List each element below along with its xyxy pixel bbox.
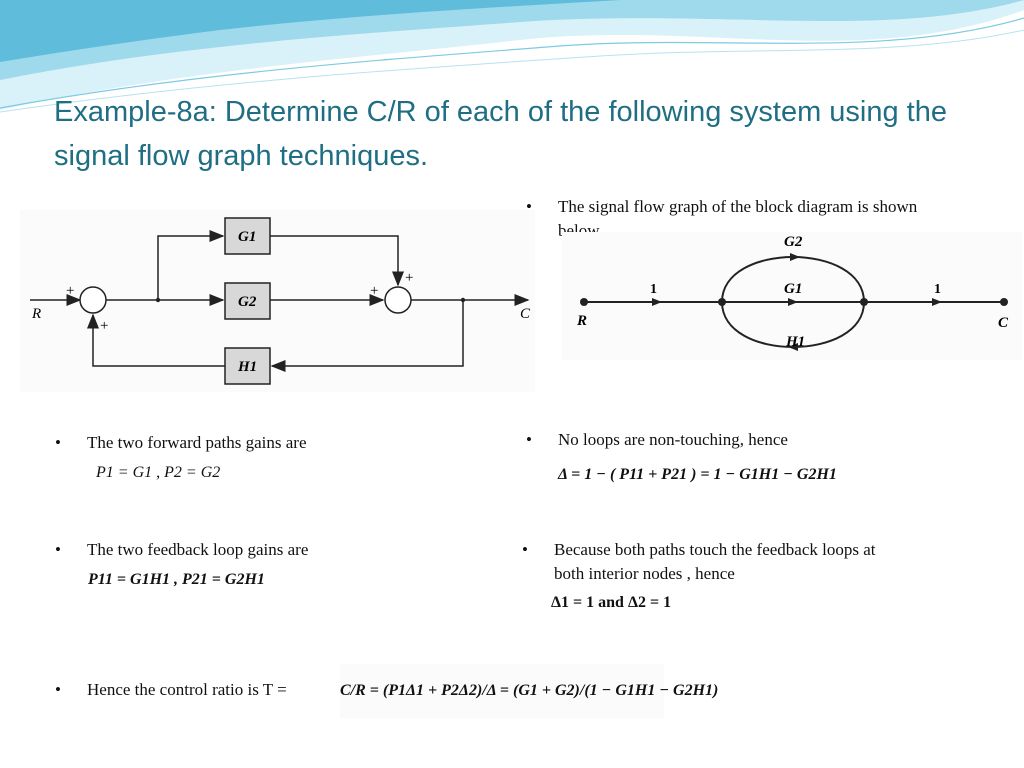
- sfg-gain-1-right: 1: [934, 282, 941, 297]
- bullet-forward-paths: • The two forward paths gains are: [55, 433, 307, 452]
- signal-flow-graph: R C 1 G2 G1 H1 1: [562, 232, 1022, 360]
- sfg-gain-g2: G2: [784, 234, 803, 250]
- summing-junction-1: [79, 286, 107, 314]
- sfg-gain-g1: G1: [784, 281, 802, 297]
- sum2-plus-left: +: [370, 283, 378, 299]
- delta-equation: Δ = 1 − ( P11 + P21 ) = 1 − G1H1 − G2H1: [558, 466, 837, 483]
- cofactor-equation: Δ1 = 1 and Δ2 = 1: [551, 594, 672, 611]
- signal-flow-graph-svg: R C 1 G2 G1 H1 1: [576, 234, 1009, 351]
- input-r-label: R: [31, 306, 41, 322]
- output-c-label: C: [520, 306, 531, 322]
- sum2-plus-top: +: [405, 270, 413, 286]
- header-wave-decoration: [0, 0, 1024, 113]
- sum1-plus-bottom: +: [100, 318, 108, 334]
- slide-title: Example-8a: Determine C/R of each of the…: [54, 96, 947, 172]
- summing-junction-2: [384, 286, 412, 314]
- bullet-control-ratio: • Hence the control ratio is T =: [55, 680, 287, 699]
- bullet-feedback-loops: • The two feedback loop gains are: [55, 540, 309, 559]
- sfg-gain-1-left: 1: [650, 282, 657, 297]
- sum1-plus-top: +: [66, 283, 74, 299]
- sfg-gain-h1: H1: [785, 334, 805, 350]
- g1-block: [224, 282, 271, 320]
- bullet-non-touching: • No loops are non-touching, hence: [526, 430, 788, 449]
- g2-label: G1: [238, 229, 256, 245]
- g1-label: G2: [238, 294, 257, 310]
- block-diagram: G1 G2 H1 R C + + + +: [20, 210, 535, 392]
- g2-block: [224, 217, 271, 255]
- h1-block: [224, 347, 271, 385]
- block-diagram-svg: G1 G2 H1 R C + + + +: [30, 217, 531, 385]
- sfg-input-label: R: [576, 313, 587, 329]
- sfg-output-label: C: [998, 315, 1009, 331]
- forward-paths-equation: P1 = G1 , P2 = G2: [96, 464, 221, 481]
- control-ratio-equation: C/R = (P1Δ1 + P2Δ2)/Δ = (G1 + G2)/(1 − G…: [340, 664, 718, 718]
- bullet-both-touch: • Because both paths touch the feedback …: [522, 540, 876, 583]
- h1-label: H1: [237, 359, 257, 375]
- loop-gains-equation: P11 = G1H1 , P21 = G2H1: [88, 571, 265, 588]
